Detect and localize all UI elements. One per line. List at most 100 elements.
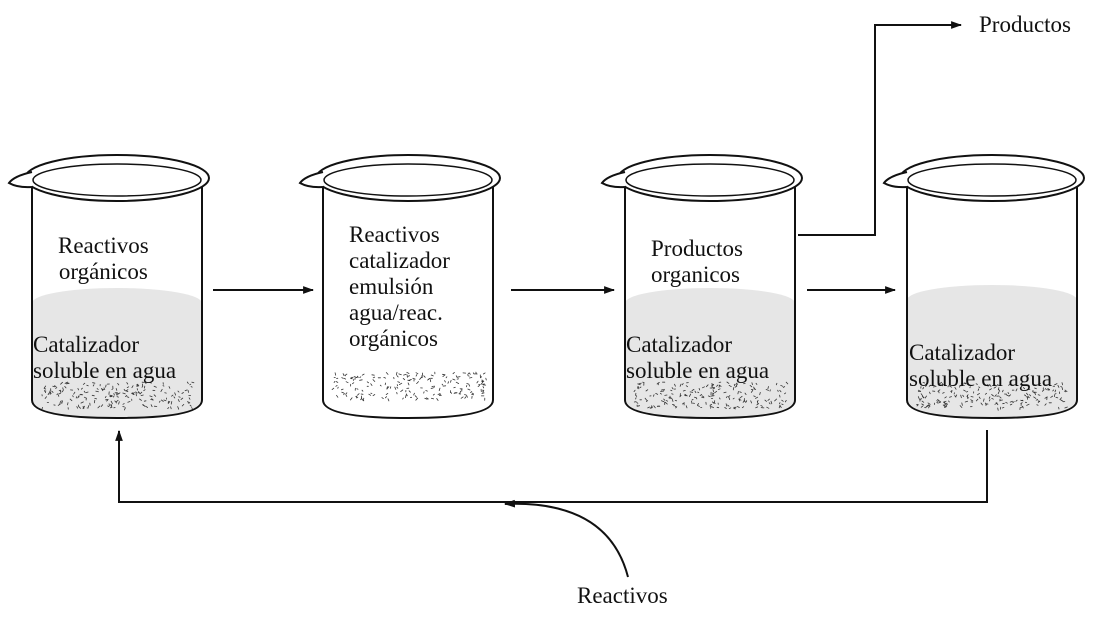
beaker-1-catalyst-particle [189,404,192,407]
beaker-1-catalyst-particle [92,384,95,387]
beaker-2-catalyst-particle [421,375,423,378]
beaker-3-catalyst-particle [670,389,673,392]
beaker-4-catalyst-particle [1007,392,1010,395]
beaker-2-catalyst-particle [366,381,369,384]
beaker-2-catalyst-particle [352,378,355,381]
beaker-3-catalyst-particle [716,384,719,387]
beaker-1-catalyst-particle [94,397,97,400]
beaker-2-catalyst-particle [466,383,470,385]
beaker-4-catalyst-particle [970,399,974,402]
beaker-2-catalyst-particle [333,381,336,383]
beaker-4-catalyst-particle [1060,399,1064,402]
beaker-3-catalyst-particle [728,407,732,410]
beaker-1-catalyst-particle [142,404,145,407]
beaker-3-catalyst-particle [734,385,738,388]
beaker-3-catalyst-particle [784,392,787,395]
beaker-2-catalyst-particle [405,393,408,397]
beaker-1-catalyst-particle [163,399,167,402]
beaker-4-catalyst-particle [1054,393,1057,395]
beaker-1-catalyst-particle [177,390,180,393]
beaker-3-catalyst-particle [770,400,773,405]
beaker-3-catalyst-particle [781,399,784,402]
beaker-3-catalyst-particle [756,403,760,406]
beaker-2-catalyst-particle [433,385,435,389]
beaker-4-catalyst-particle [997,407,999,411]
beaker-3-catalyst-particles [633,381,789,410]
beaker-3-catalyst-particle [675,406,678,409]
beaker-1-catalyst-particle [126,386,130,389]
beaker-1-catalyst-particle [105,384,107,388]
beaker-2-catalyst-particle [361,389,364,392]
beaker-1-outline [31,187,203,420]
beaker-3-catalyst-particle [765,389,770,391]
beaker-3-catalyst-particle [637,405,640,407]
beaker-2-catalyst-particle [359,376,362,379]
beaker-3-catalyst-particle [706,384,709,388]
beaker-3-catalyst-particle [711,383,714,385]
beaker-3-catalyst-particle [694,396,697,399]
beaker-3-catalyst-particle [666,399,668,402]
beaker-1-catalyst-particle [85,391,89,394]
beaker-1-catalyst-particle [117,392,121,395]
beaker-3-catalyst-particle [753,386,756,390]
beaker-3-catalyst-particle [655,392,659,395]
beaker-1-catalyst-particle [188,397,191,400]
beaker-3-catalyst-particle [764,399,767,402]
beaker-4-catalyst-particle [921,400,925,403]
beaker-2-catalyst-particle [430,374,434,377]
beaker-4-catalyst-particle [1005,401,1008,404]
beaker-2-line: catalizador [349,248,450,273]
beaker-4-catalyst-particle [924,395,927,399]
arrow-catalyst-recycle [115,429,988,503]
beaker-1-catalyst-particle [171,394,174,397]
beaker-2-catalyst-particle [345,394,348,397]
beaker-1-catalyst-particle [145,405,149,408]
beaker-4-lower-line: soluble en agua [909,366,1053,391]
beaker-2-catalyst-particle [345,392,348,395]
beaker-2-catalyst-particle [381,397,384,400]
arrow-reactants-in [503,499,629,578]
beaker-4-liquid-surface [907,285,1077,315]
beaker-2-catalyst-particle [415,397,419,401]
beaker-4-catalyst-particle [999,396,1002,399]
beaker-1-catalyst-particle [109,394,113,397]
beaker-2-catalyst-particle [432,393,435,396]
beaker-1-catalyst-particle [60,400,62,402]
beaker-2-catalyst-particle [425,390,428,392]
products-out-label: Productos [979,12,1071,37]
beaker-1-catalyst-particle [49,390,52,395]
beaker-2-catalyst-particle [445,376,448,379]
beaker-3-catalyst-particle [660,389,664,391]
beaker-1-catalyst-particle [124,407,126,411]
beaker-2-catalyst-particle [372,394,376,397]
beaker-4-catalyst-particle [939,381,943,384]
beaker-4-catalyst-particle [936,401,939,404]
beaker-1-catalyst-particle [57,403,61,406]
beaker-1-catalyst-particle [106,399,108,402]
beaker-2-spout [298,171,324,189]
beaker-3-catalyst-particle [741,406,745,409]
beaker-3-catalyst-particle [779,389,782,393]
beaker-4-catalyst-particle [1064,390,1067,393]
beaker-4-catalyst-particle [1044,388,1047,391]
beaker-2-catalyst-particle [343,393,345,396]
beaker-3-catalyst-particle [750,400,753,404]
beaker-1-catalyst-particle [122,403,125,405]
beaker-1-catalyst-particle [174,392,177,396]
beaker-3-catalyst-particle [751,382,753,386]
beaker-3-catalyst-particle [785,381,789,385]
beaker-3-catalyst-particle [707,395,711,398]
beaker-3-upper-line: organicos [651,262,741,287]
beaker-1-catalyst-particle [56,393,59,396]
beaker-3-catalyst-particle [759,391,761,396]
beaker-3-catalyst-particle [727,404,730,407]
beaker-3-catalyst-particle [744,392,747,396]
beaker-1-catalyst-particle [150,404,153,408]
beaker-3-catalyst-particle [723,391,727,394]
beaker-3-catalyst-particle [691,400,693,404]
beaker-4-catalyst-particle [1037,394,1041,396]
beaker-3-catalyst-particle [636,402,639,404]
beaker-4-catalyst-particle [1037,400,1041,403]
beaker-4-catalyst-particle [1022,387,1026,390]
